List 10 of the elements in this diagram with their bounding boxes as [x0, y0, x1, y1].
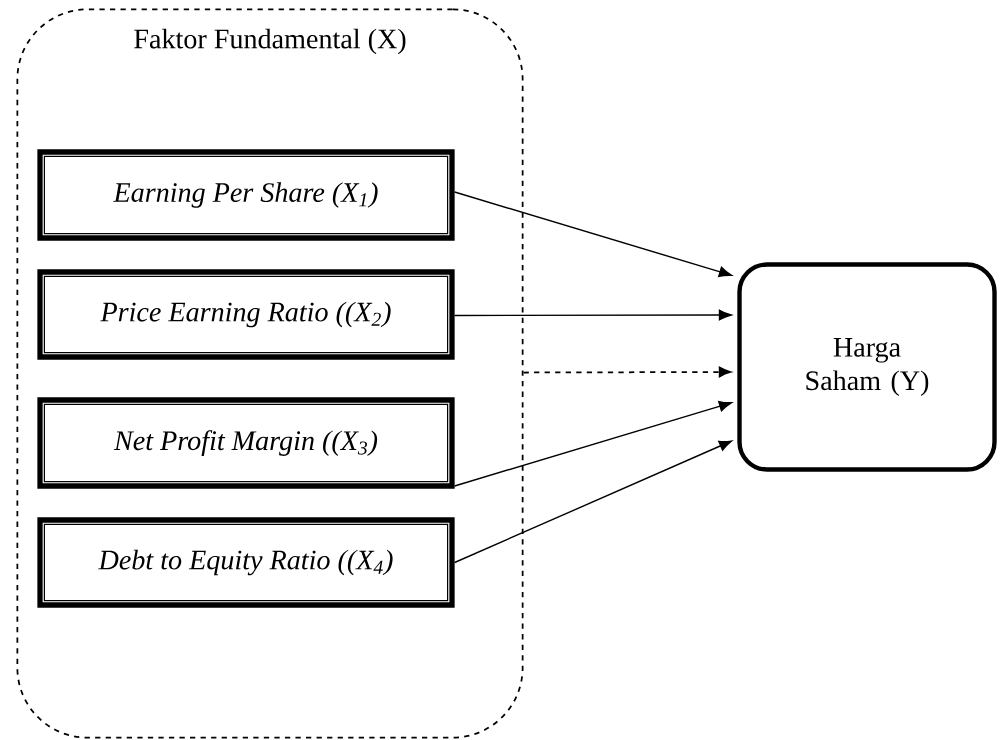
arrow	[453, 440, 732, 564]
variable-box: Price Earning Ratio ((X$_{2}$)	[37, 269, 455, 360]
arrow	[453, 400, 732, 487]
result-box: Harga Saham (Y)	[737, 262, 997, 472]
arrow	[453, 309, 732, 321]
variable-box: Debt to Equity Ratio ((X$_{4}$)	[37, 517, 455, 608]
arrow	[522, 366, 732, 378]
arrow	[453, 191, 732, 278]
variable-box: Net Profit Margin ((X$_{3}$)	[37, 397, 455, 489]
variable-box: Earning Per Share (X$_{1}$)	[37, 149, 455, 241]
